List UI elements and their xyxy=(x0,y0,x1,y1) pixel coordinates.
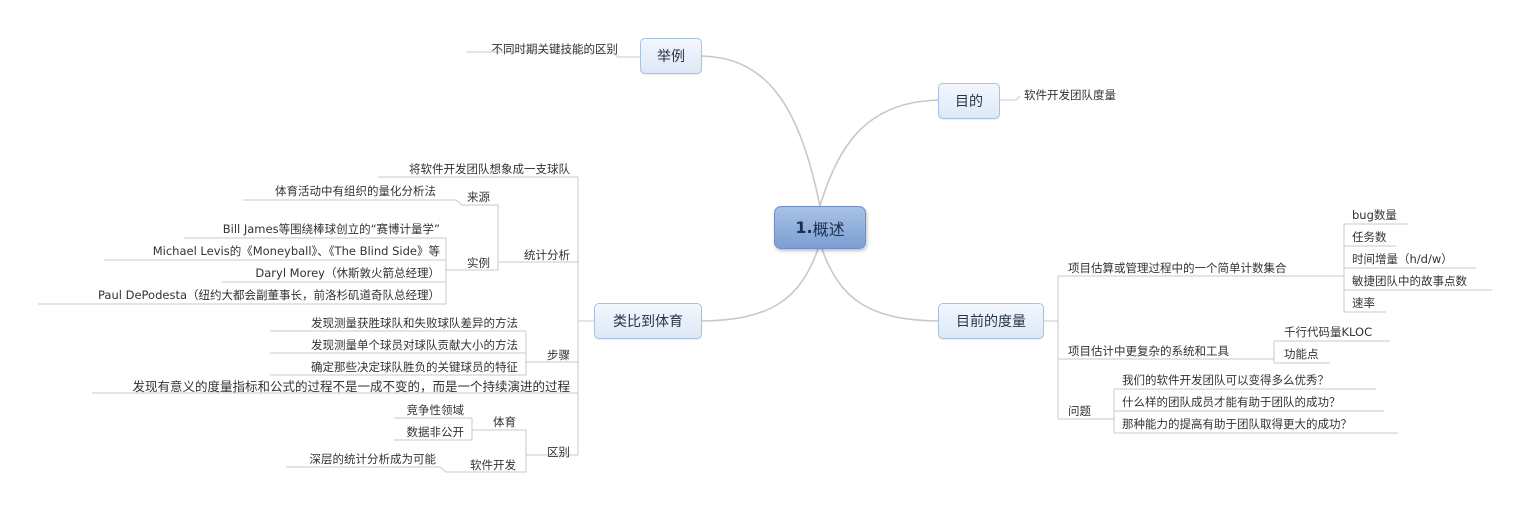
example-item[interactable]: 不同时期关键技能的区别 xyxy=(491,42,619,56)
topic-analogy-label: 类比到体育 xyxy=(613,314,683,330)
topic-current-label: 目前的度量 xyxy=(956,314,1026,330)
counting-item-4[interactable]: 速率 xyxy=(1352,296,1375,310)
question-item-0[interactable]: 我们的软件开发团队可以变得多么优秀？ xyxy=(1122,373,1329,387)
complex-item-0[interactable]: 千行代码量KLOC xyxy=(1284,325,1373,339)
sports-item-0[interactable]: 竞争性领域 xyxy=(406,403,465,417)
topic-example[interactable]: 举例 xyxy=(640,38,702,74)
current-counting[interactable]: 项目估算或管理过程中的一个简单计数集合 xyxy=(1068,261,1287,275)
sports-item-1[interactable]: 数据非公开 xyxy=(406,425,465,439)
counting-item-3[interactable]: 敏捷团队中的故事点数 xyxy=(1352,274,1467,288)
steps-item-1[interactable]: 发现测量单个球员对球队贡献大小的方法 xyxy=(311,338,518,352)
link-root-analogy xyxy=(701,248,819,322)
topic-purpose-label: 目的 xyxy=(955,94,983,110)
analogy-team[interactable]: 将软件开发团队想象成一支球队 xyxy=(409,162,570,176)
topic-purpose[interactable]: 目的 xyxy=(938,83,1000,119)
topic-example-label: 举例 xyxy=(657,49,685,65)
counting-item-0[interactable]: bug数量 xyxy=(1352,208,1397,222)
topic-current-metrics[interactable]: 目前的度量 xyxy=(938,303,1044,339)
software-item-0[interactable]: 深层的统计分析成为可能 xyxy=(309,452,437,466)
question-item-1[interactable]: 什么样的团队成员才能有助于团队的成功？ xyxy=(1122,395,1341,409)
counting-item-1[interactable]: 任务数 xyxy=(1352,230,1387,244)
diff-software[interactable]: 软件开发 xyxy=(470,458,516,472)
instance-item-1[interactable]: Michael Levis的《Moneyball》、《The Blind Sid… xyxy=(152,244,440,258)
purpose-item[interactable]: 软件开发团队度量 xyxy=(1024,88,1116,102)
analogy-process[interactable]: 发现有意义的度量指标和公式的过程不是一成不变的，而是一个持续演进的过程 xyxy=(132,379,570,394)
steps-item-2[interactable]: 确定那些决定球队胜负的关键球员的特征 xyxy=(311,360,518,374)
central-topic[interactable]: 1.概述 xyxy=(774,206,866,249)
instance-item-2[interactable]: Daryl Morey（休斯敦火箭总经理） xyxy=(255,266,440,280)
counting-item-2[interactable]: 时间增量（h/d/w） xyxy=(1352,252,1453,266)
diff-sports[interactable]: 体育 xyxy=(493,415,516,429)
topic-analogy[interactable]: 类比到体育 xyxy=(594,303,702,339)
link-root-example xyxy=(701,55,821,207)
analogy-diff[interactable]: 区别 xyxy=(547,445,570,459)
analogy-stats[interactable]: 统计分析 xyxy=(524,248,570,262)
stats-source-item[interactable]: 体育活动中有组织的量化分析法 xyxy=(275,184,436,198)
link-root-current xyxy=(821,248,939,322)
current-complex[interactable]: 项目估计中更复杂的系统和工具 xyxy=(1068,344,1229,358)
central-topic-label: 概述 xyxy=(812,219,845,239)
complex-item-1[interactable]: 功能点 xyxy=(1284,347,1319,361)
central-topic-number: 1. xyxy=(795,218,813,237)
stats-source[interactable]: 来源 xyxy=(467,190,490,204)
stats-instance[interactable]: 实例 xyxy=(467,256,490,270)
question-item-2[interactable]: 那种能力的提高有助于团队取得更大的成功？ xyxy=(1122,417,1352,431)
link-root-purpose xyxy=(819,99,939,207)
analogy-steps[interactable]: 步骤 xyxy=(547,348,570,362)
instance-item-3[interactable]: Paul DePodesta（纽约大都会副董事长，前洛杉矶道奇队总经理） xyxy=(97,288,440,302)
steps-item-0[interactable]: 发现测量获胜球队和失败球队差异的方法 xyxy=(311,316,518,330)
instance-item-0[interactable]: Bill James等围绕棒球创立的“赛博计量学” xyxy=(222,222,440,236)
current-questions[interactable]: 问题 xyxy=(1068,404,1091,418)
